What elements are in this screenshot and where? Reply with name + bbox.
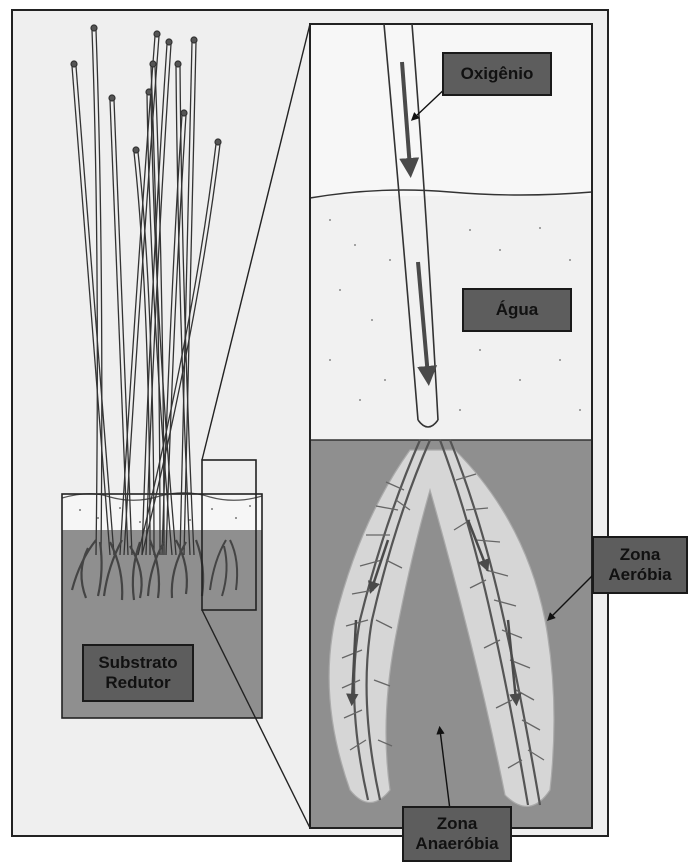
substrate-label-line2: Redutor <box>105 673 170 693</box>
aerobic-zone-line2: Aeróbia <box>608 565 671 585</box>
oxygen-label: Oxigênio <box>442 52 552 96</box>
water-label-text: Água <box>496 300 539 320</box>
water-label: Água <box>462 288 572 332</box>
anaerobic-zone-line1: Zona <box>437 814 478 834</box>
container-water <box>62 494 262 530</box>
aerobic-zone-label: Zona Aeróbia <box>592 536 688 594</box>
anaerobic-zone-line2: Anaeróbia <box>415 834 498 854</box>
anaerobic-zone-label: Zona Anaeróbia <box>402 806 512 862</box>
substrate-label-line1: Substrato <box>98 653 177 673</box>
aerobic-zone-line1: Zona <box>620 545 661 565</box>
oxygen-label-text: Oxigênio <box>461 64 534 84</box>
substrate-label: Substrato Redutor <box>82 644 194 702</box>
